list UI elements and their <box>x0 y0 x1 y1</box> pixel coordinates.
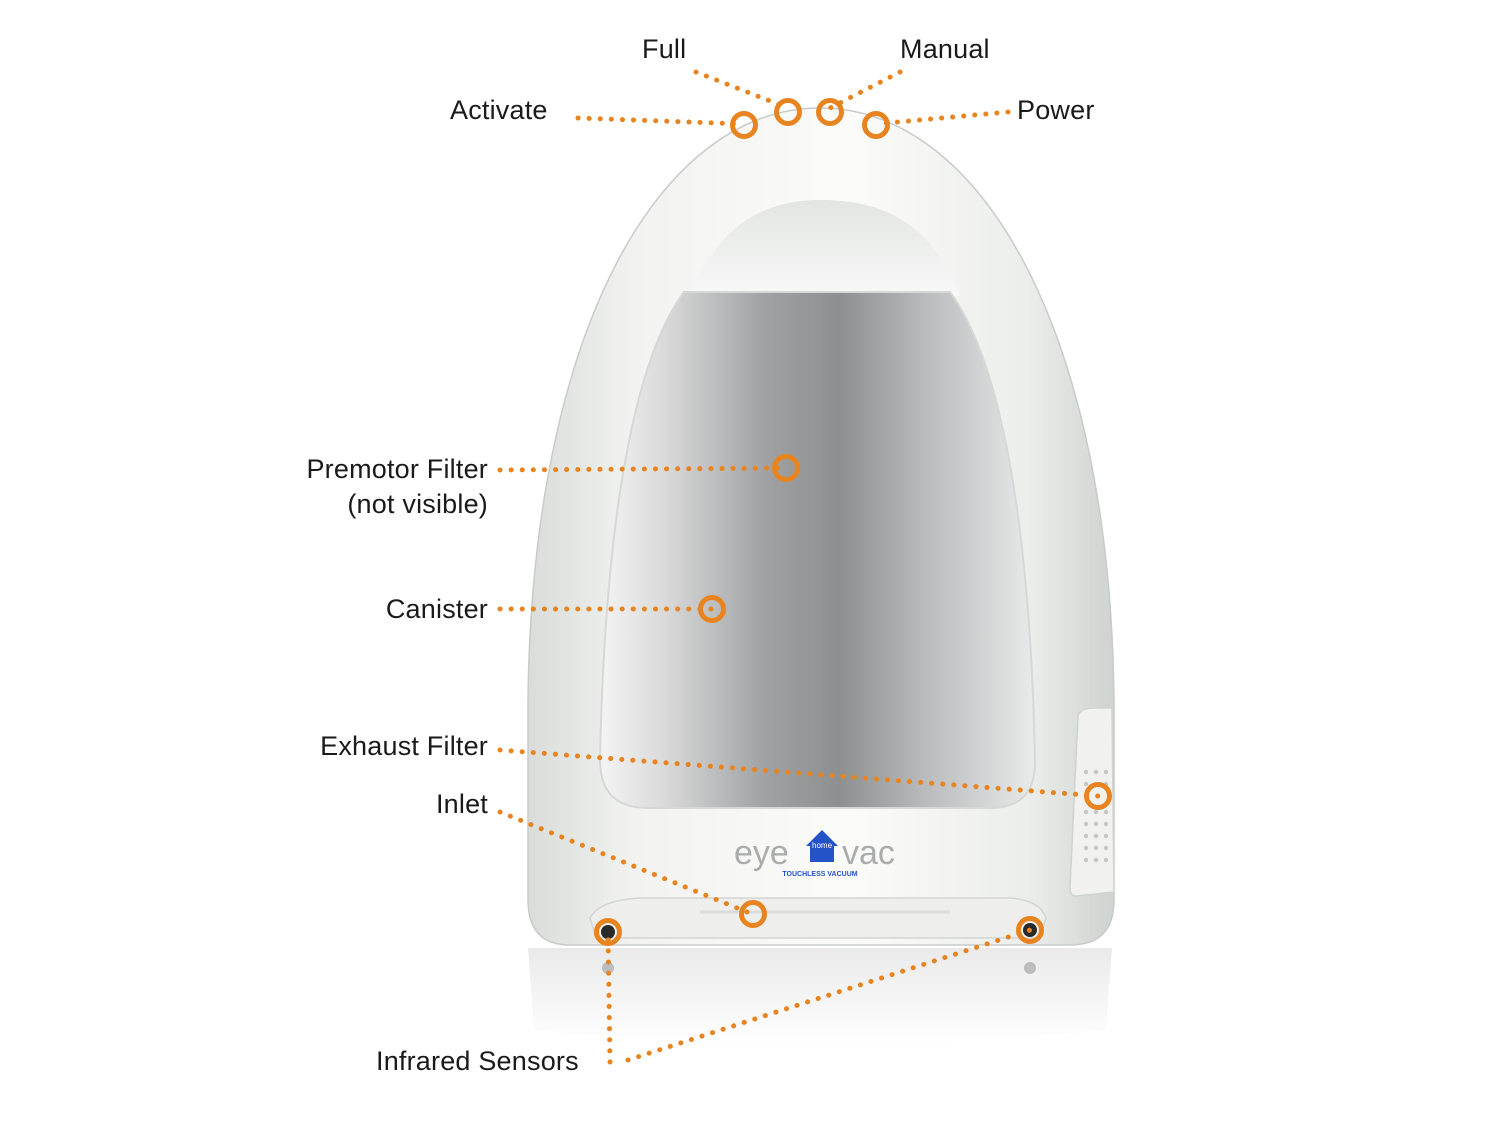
label-infrared-sensors: Infrared Sensors <box>376 1046 579 1076</box>
label-premotor-filter-note: (not visible) <box>347 489 488 519</box>
leader-premotor <box>497 465 789 473</box>
leader-sensor-left <box>605 929 613 1065</box>
logo-text-eye: eye <box>734 834 789 872</box>
marker-canister <box>698 595 726 623</box>
sensor-reflection-left <box>602 962 614 974</box>
marker-activate <box>730 111 758 139</box>
logo-tagline: TOUCHLESS VACUUM <box>782 871 857 878</box>
marker-sensor-left <box>594 918 622 946</box>
leader-power <box>873 109 1011 127</box>
label-manual: Manual <box>900 34 990 64</box>
marker-sensor-right <box>1016 916 1044 944</box>
leader-lines <box>497 69 1101 1065</box>
label-premotor-filter: Premotor Filter <box>306 454 488 484</box>
label-canister: Canister <box>385 594 488 624</box>
brand-logo: eye home vac TOUCHLESS VACUUM <box>734 830 895 878</box>
marker-power <box>862 111 890 139</box>
floor-reflection <box>528 948 1112 1045</box>
leader-sensor-right <box>625 927 1033 1063</box>
canister-window <box>598 291 1037 809</box>
leader-activate <box>575 115 747 127</box>
sensor-reflection-right <box>1024 962 1036 974</box>
logo-house-text: home <box>812 841 833 850</box>
marker-inlet <box>739 900 767 928</box>
leader-manual <box>827 69 903 111</box>
home-logo-icon <box>806 830 838 862</box>
label-power: Power <box>1017 95 1095 125</box>
marker-manual <box>816 98 844 126</box>
exhaust-vent-holes <box>1083 769 1109 863</box>
hood-recess <box>690 200 960 296</box>
label-inlet: Inlet <box>435 789 488 819</box>
leader-exhaust <box>497 747 1101 799</box>
callout-markers <box>594 98 1112 946</box>
leader-full <box>693 69 791 111</box>
infrared-sensor-left <box>601 925 615 939</box>
inlet-base <box>589 897 1047 939</box>
exhaust-panel <box>1069 707 1115 897</box>
logo-text-vac: vac <box>842 834 895 872</box>
marker-exhaust-filter <box>1084 782 1112 810</box>
label-full: Full <box>642 34 687 64</box>
leader-inlet <box>497 809 755 917</box>
marker-premotor-filter <box>772 454 800 482</box>
label-exhaust-filter: Exhaust Filter <box>320 731 488 761</box>
marker-full <box>774 98 802 126</box>
label-activate: Activate <box>450 95 548 125</box>
